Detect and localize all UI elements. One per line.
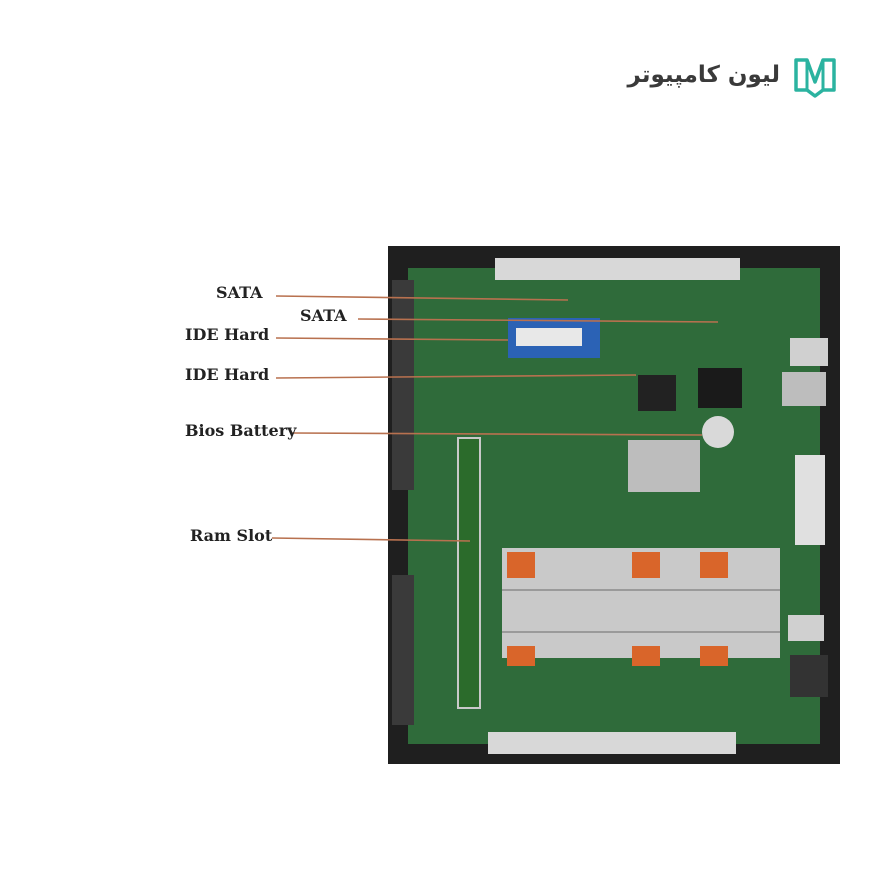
chip-b — [698, 368, 742, 408]
lion-computer-logo-icon — [794, 58, 836, 98]
callout-ide-hard-1: IDE Hard — [185, 325, 270, 344]
leader-ide-1 — [275, 337, 509, 341]
brand-name: لیون کامپیوتر — [627, 62, 780, 88]
callout-sata-1: SATA — [216, 283, 263, 302]
port-1 — [790, 338, 828, 366]
standoff-3 — [700, 552, 728, 578]
leader-ide-2 — [275, 374, 637, 379]
top-bracket — [495, 258, 740, 280]
left-bracket-bottom — [392, 575, 414, 725]
left-bracket-top — [392, 280, 414, 490]
port-3 — [795, 455, 825, 545]
ide-module-label — [516, 328, 582, 346]
standoff-6 — [700, 646, 728, 666]
port-4 — [788, 615, 824, 641]
callout-bios-battery: Bios Battery — [185, 421, 297, 440]
brand: لیون کامپیوتر — [628, 52, 838, 98]
chip-heatsink — [628, 440, 700, 492]
callout-ram-slot: Ram Slot — [190, 526, 273, 545]
chip-a — [638, 375, 676, 411]
standoff-4 — [507, 646, 535, 666]
port-2 — [782, 372, 826, 406]
leader-sata-1 — [275, 295, 569, 301]
ram-slot — [457, 437, 481, 709]
port-5 — [790, 655, 828, 697]
leader-battery — [291, 432, 703, 436]
leader-ram — [271, 537, 471, 542]
bios-battery — [702, 416, 734, 448]
bottom-bracket — [488, 732, 736, 754]
standoff-5 — [632, 646, 660, 666]
standoff-2 — [632, 552, 660, 578]
leader-sata-2 — [357, 318, 719, 323]
standoff-1 — [507, 552, 535, 578]
callout-ide-hard-2: IDE Hard — [185, 365, 270, 384]
callout-sata-2: SATA — [300, 306, 347, 325]
